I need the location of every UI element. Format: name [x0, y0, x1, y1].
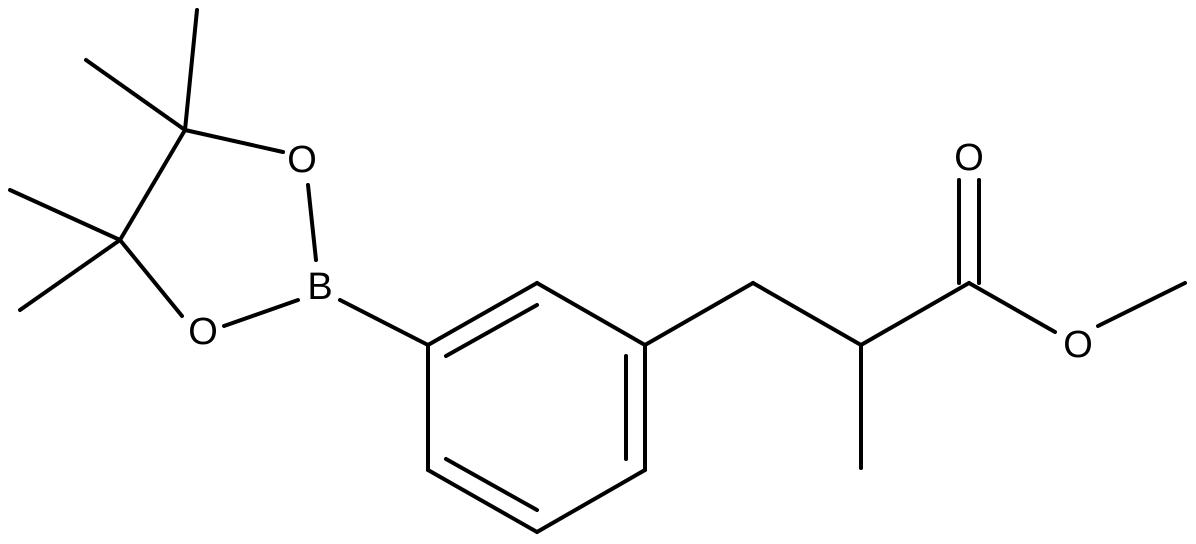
bond-b-aryl	[338, 298, 430, 347]
bond-methyl-3	[8, 188, 122, 242]
bond-oester-methyl	[1096, 281, 1187, 328]
bond-methyl-2	[84, 58, 187, 132]
bond-c-o1	[183, 128, 285, 154]
atom-o2-label: O	[188, 311, 218, 353]
bond-methyl-1	[183, 8, 199, 132]
atom-b-label: B	[307, 266, 332, 308]
atom-o-carbonyl-label: O	[954, 137, 984, 179]
bond-ring-5-inner	[444, 457, 539, 512]
bond-ring-2	[535, 281, 647, 347]
atom-o1-label: O	[287, 139, 317, 181]
bond-ring-1	[426, 281, 539, 347]
bond-ch-carbonyl	[859, 281, 971, 347]
bond-ch2-ch	[751, 281, 863, 347]
bond-o1-b	[306, 183, 318, 262]
bond-ring-1-inner	[444, 303, 539, 358]
bond-c-c-ring	[118, 128, 187, 242]
bond-methyl-4	[18, 238, 122, 312]
bond-o2-c	[118, 238, 184, 318]
bond-ring-4	[535, 468, 647, 534]
bond-aryl-ch2	[643, 281, 755, 347]
bond-ring-5	[426, 468, 539, 534]
bond-b-o2	[222, 298, 300, 328]
atom-o-ester-label: O	[1063, 324, 1093, 366]
bond-c-oester	[967, 281, 1057, 334]
